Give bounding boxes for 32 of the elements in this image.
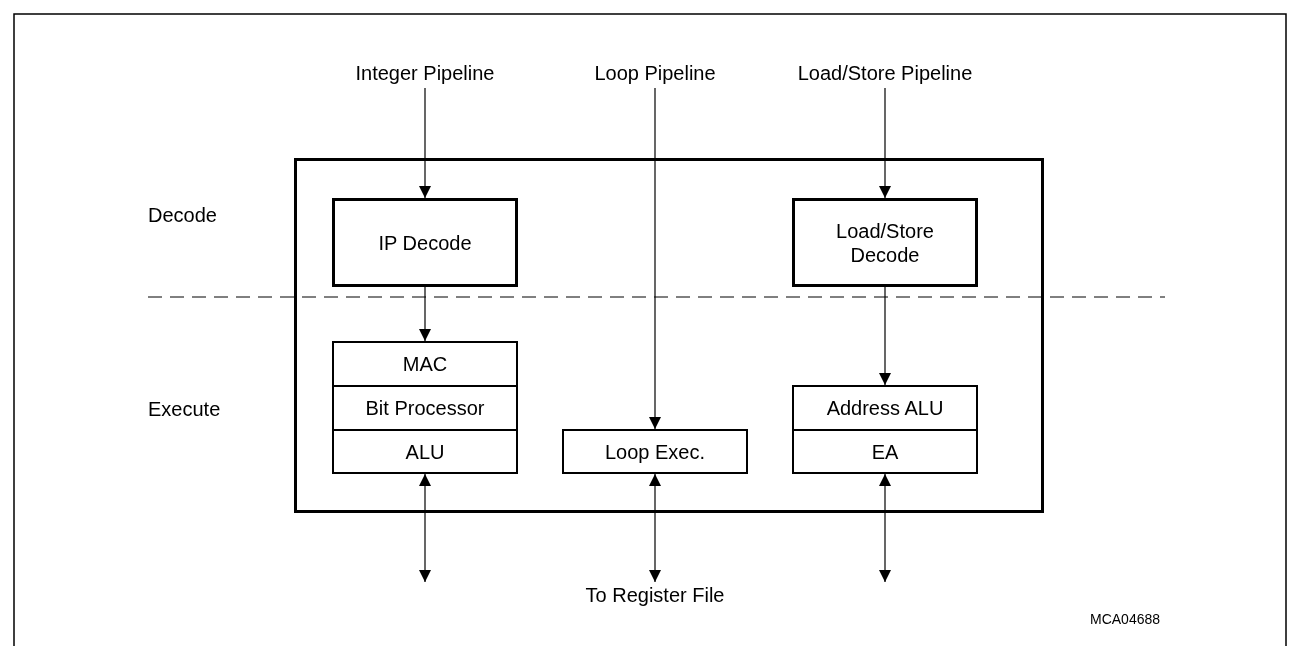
- arrow: [879, 286, 891, 386]
- box-label: IP Decode: [378, 230, 472, 255]
- pipeline-label: Loop Pipeline: [585, 60, 725, 86]
- destination-label: To Register File: [555, 582, 755, 608]
- box-label: ALU: [405, 439, 445, 464]
- pipeline-label: Integer Pipeline: [340, 60, 510, 86]
- figure-id: MCA04688: [1090, 611, 1161, 627]
- unit-box: [332, 385, 518, 431]
- arrow: [419, 87, 431, 199]
- box-label: Load/Store Decode: [835, 218, 935, 267]
- box-label: Address ALU: [826, 396, 944, 420]
- unit-box: [332, 429, 518, 474]
- pipeline-block: [294, 158, 1044, 513]
- double-arrow: [649, 473, 661, 583]
- stage-label: Decode: [148, 204, 217, 227]
- arrow: [419, 286, 431, 342]
- double-arrow: [419, 473, 431, 583]
- arrow: [649, 87, 661, 430]
- box-label: Loop Exec.: [604, 439, 706, 464]
- box-label: Bit Processor: [365, 396, 485, 420]
- box-label: MAC: [402, 352, 448, 376]
- unit-box: [562, 429, 748, 474]
- decode-box: [792, 198, 978, 287]
- unit-box: [792, 385, 978, 431]
- pipeline-label: Load/Store Pipeline: [790, 60, 980, 86]
- decode-box: [332, 198, 518, 287]
- arrow: [879, 87, 891, 199]
- stage-label: Execute: [148, 398, 221, 421]
- double-arrow: [879, 473, 891, 583]
- box-label: EA: [871, 439, 899, 464]
- unit-box: [792, 429, 978, 474]
- unit-box: [332, 341, 518, 387]
